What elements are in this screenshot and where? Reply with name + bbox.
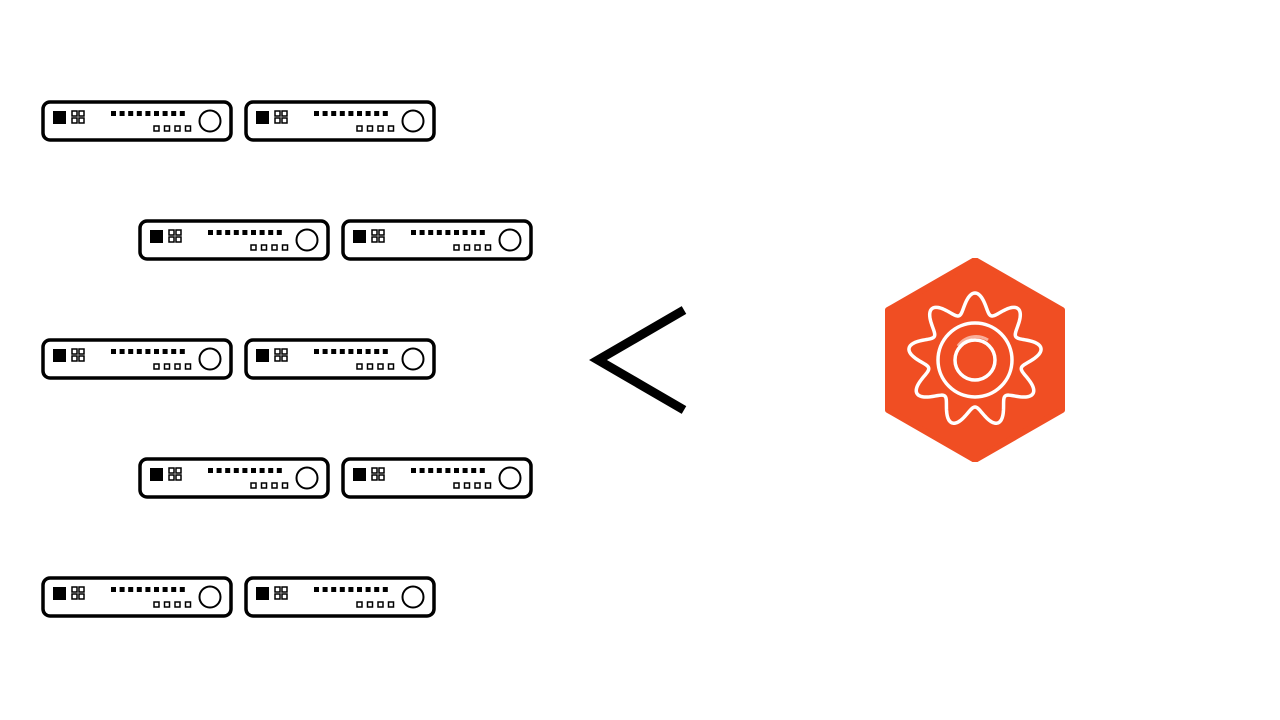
server-unit-icon	[341, 457, 533, 499]
gear-hexagon-icon	[885, 258, 1065, 462]
server-unit-icon	[244, 338, 436, 380]
server-unit-icon	[41, 576, 233, 618]
less-than-symbol	[589, 306, 687, 414]
server-unit-icon	[244, 100, 436, 142]
server-unit-icon	[244, 576, 436, 618]
server-unit-icon	[41, 338, 233, 380]
server-unit-icon	[341, 219, 533, 261]
server-unit-icon	[138, 457, 330, 499]
server-unit-icon	[138, 219, 330, 261]
server-unit-icon	[41, 100, 233, 142]
